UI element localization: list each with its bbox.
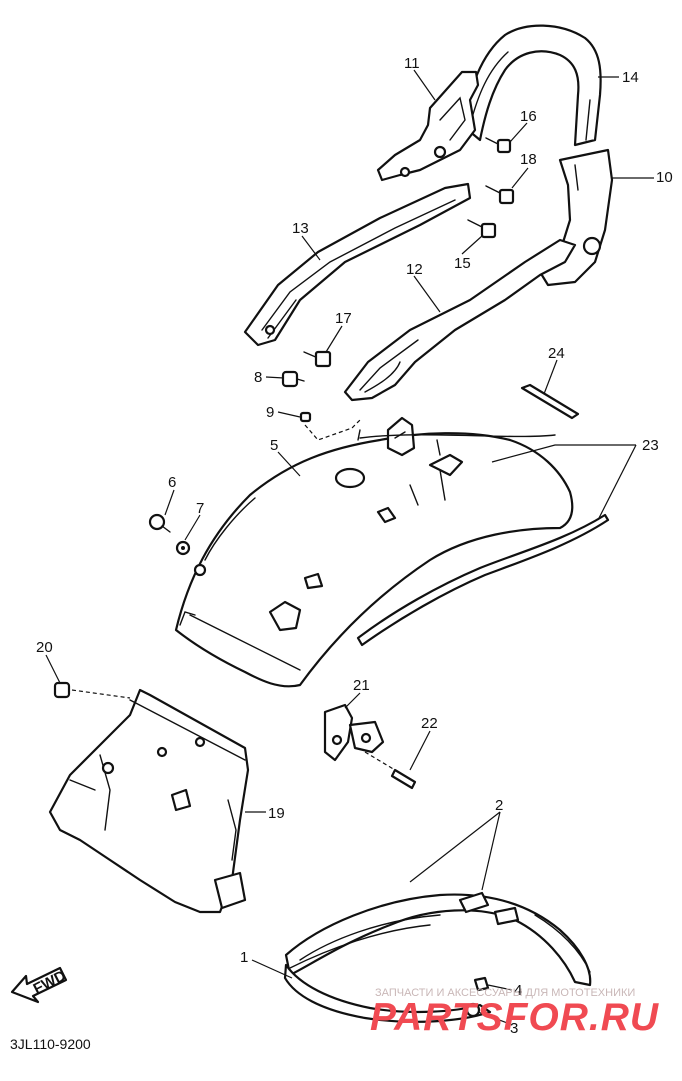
label-4: 4 [514, 982, 522, 999]
label-2: 2 [495, 797, 503, 814]
rear-fender-part-5 [174, 416, 574, 688]
watermark-brand-part1: PARTS [370, 996, 504, 1039]
watermark-tagline: ЗАПЧАСТИ И АКСЕССУАРЫ ДЛЯ МОТОТЕХНИКИ [375, 987, 636, 999]
trim-strip-part-23 [356, 434, 610, 647]
bracket-part-10 [538, 148, 614, 287]
fender-trim-part-2 [289, 891, 591, 973]
label-12: 12 [406, 261, 423, 278]
label-9: 9 [266, 404, 274, 421]
washer-part-7 [175, 540, 191, 556]
label-18: 18 [520, 151, 537, 168]
label-17: 17 [335, 310, 352, 327]
drawing-code: 3JL110-9200 [10, 1036, 91, 1052]
fwd-arrow-label: FWD [31, 967, 69, 998]
label-3: 3 [510, 1020, 518, 1037]
side-rail-part-13 [243, 182, 472, 347]
bolt-part-18 [485, 185, 515, 205]
bolt-part-17 [303, 350, 332, 368]
screw-part-6 [148, 513, 171, 533]
screw-part-3 [465, 1002, 481, 1018]
side-rail-part-12 [343, 238, 577, 402]
strip-part-24 [520, 383, 580, 420]
label-21: 21 [353, 677, 370, 694]
grab-bar-part-14 [460, 24, 602, 147]
part-number-labels: 11 14 16 18 10 13 12 15 17 8 9 24 5 23 6… [36, 55, 673, 1037]
label-11: 11 [404, 55, 420, 72]
nut-part-4 [473, 976, 490, 992]
bracket-part-11 [376, 70, 480, 182]
label-23: 23 [642, 437, 659, 454]
bolt-part-16 [485, 137, 512, 154]
collar-part-8 [281, 370, 305, 388]
screw-part-22 [364, 751, 417, 790]
label-19: 19 [268, 805, 285, 822]
label-5: 5 [270, 437, 278, 454]
license-bracket-part-21 [323, 703, 385, 762]
label-8: 8 [254, 369, 262, 386]
watermark-brand-part2: FOR.RU [503, 996, 660, 1039]
label-13: 13 [292, 220, 309, 237]
label-16: 16 [520, 108, 537, 125]
label-6: 6 [168, 474, 176, 491]
label-10: 10 [656, 169, 673, 186]
label-15: 15 [454, 255, 471, 272]
inner-fender-part-19 [48, 688, 250, 914]
label-22: 22 [421, 715, 438, 732]
label-7: 7 [196, 500, 204, 517]
label-1: 1 [240, 949, 248, 966]
fwd-arrow-icon: FWD [10, 966, 69, 1004]
nut-part-9 [299, 411, 312, 423]
bolt-part-15 [467, 219, 497, 239]
label-14: 14 [622, 69, 639, 86]
bolt-part-20 [53, 681, 131, 699]
leader-lines [45, 69, 654, 1025]
watermark-logo: PARTSFOR.RU [370, 996, 659, 1040]
label-20: 20 [36, 639, 53, 656]
label-24: 24 [548, 345, 565, 362]
